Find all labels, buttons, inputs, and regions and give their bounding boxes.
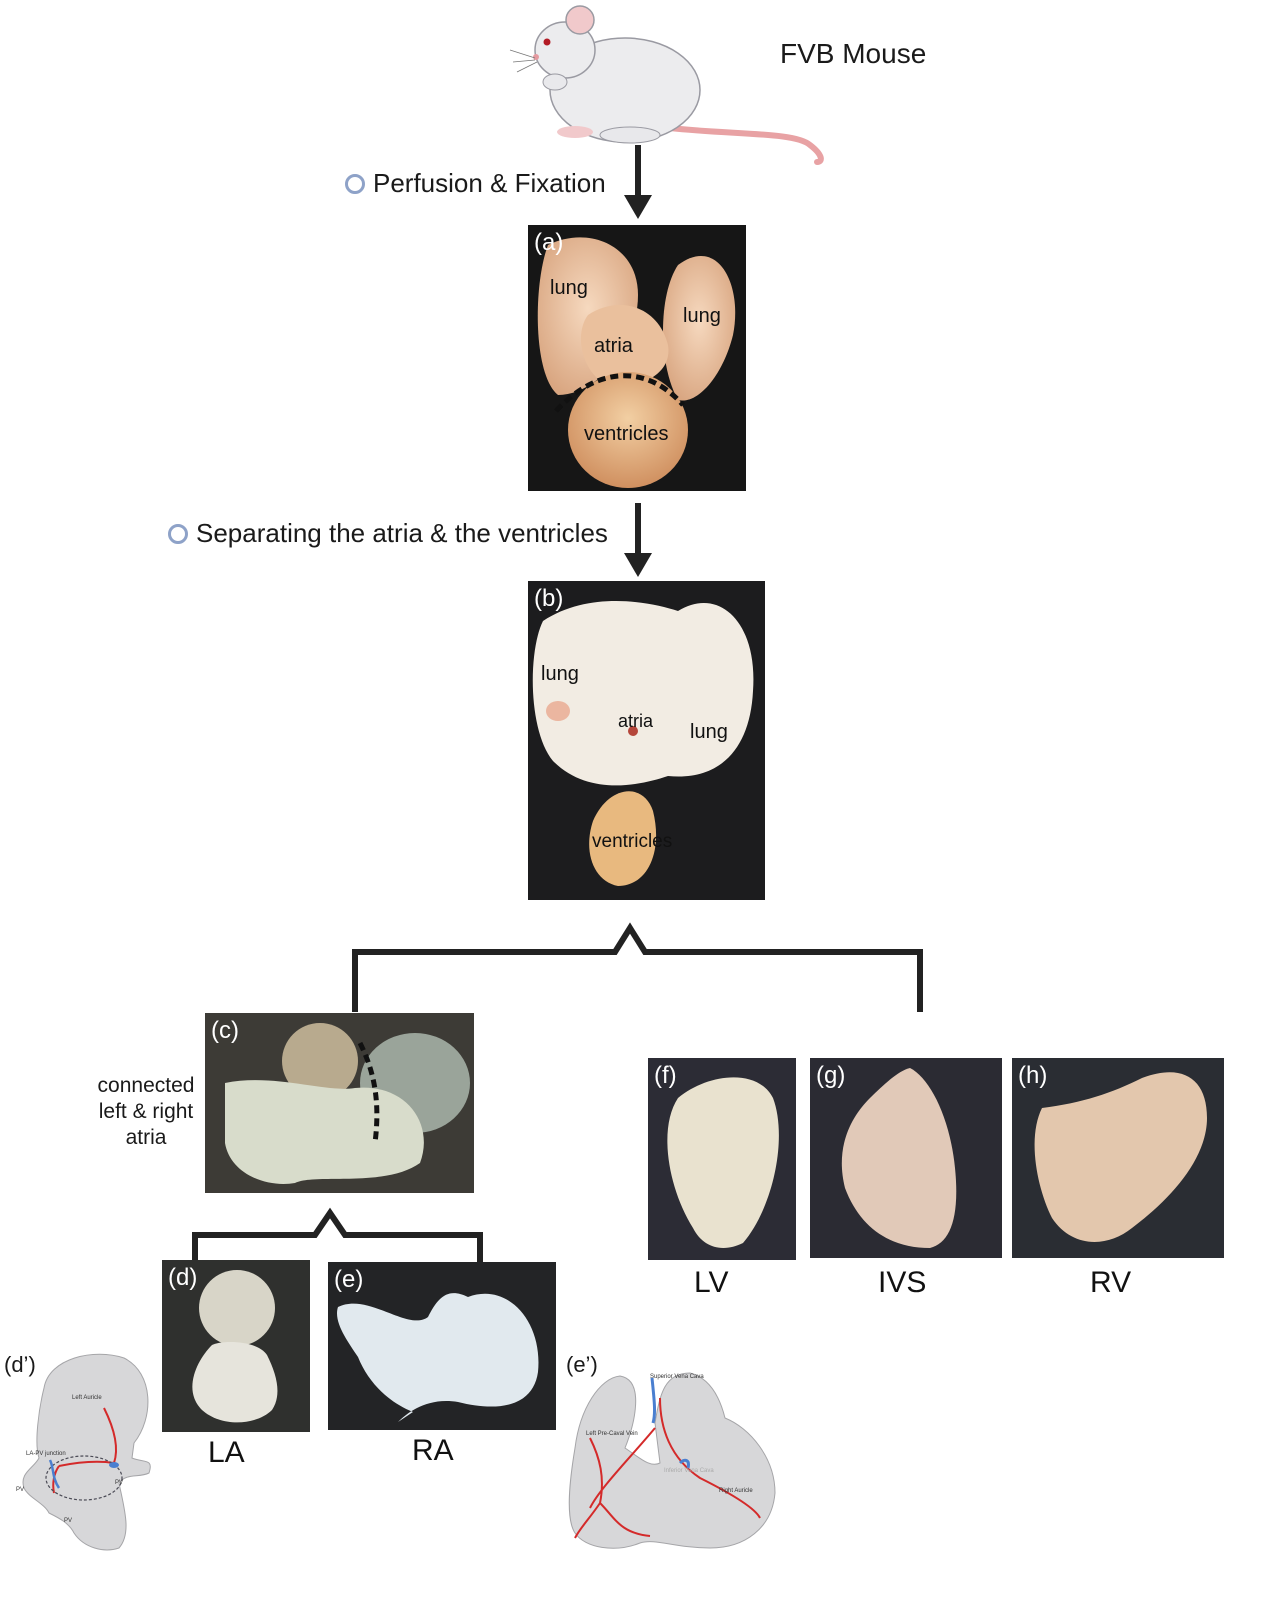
step-separating: Separating the atria & the ventricles xyxy=(168,518,608,549)
schematic-label: Right Auricle xyxy=(719,1488,753,1494)
heart-lung-photo-a xyxy=(537,237,736,488)
label-rv: RV xyxy=(1090,1266,1132,1299)
label-lung-b1: lung xyxy=(541,663,579,685)
label-atria-b: atria xyxy=(618,711,654,731)
panel-tag-d: (d) xyxy=(168,1264,198,1291)
down-arrow-2 xyxy=(624,503,652,577)
side-label-line: left & right xyxy=(98,1100,194,1123)
photo-e: (e) xyxy=(328,1262,556,1430)
ra-schematic xyxy=(568,1372,776,1549)
label-lung-a2: lung xyxy=(683,305,721,327)
ivs-photo-g xyxy=(841,1068,957,1248)
panel-tag-e: (e) xyxy=(334,1266,364,1293)
panel-tag-a: (a) xyxy=(534,229,564,256)
bullet-icon xyxy=(345,173,365,194)
lv-photo-f xyxy=(667,1077,779,1248)
photo-c: (c) xyxy=(205,1013,474,1193)
organism-label: FVB Mouse xyxy=(780,38,927,69)
schematic-label: Superior Vena Cava xyxy=(650,1374,704,1380)
panel-tag-e-prime: (e’) xyxy=(566,1352,598,1377)
photo-a: (a) lung lung atria ventricles xyxy=(528,225,746,491)
photo-g: (g) xyxy=(810,1058,1002,1258)
schematic-label: Left Pre-Caval Vein xyxy=(586,1431,638,1437)
side-label-line: connected xyxy=(97,1074,195,1097)
label-ivs: IVS xyxy=(878,1266,927,1299)
label-ventricles-b: ventricles xyxy=(592,831,673,852)
schematic-label: PV xyxy=(115,1480,124,1486)
label-atria-a: atria xyxy=(594,335,633,357)
ra-photo-e xyxy=(337,1293,539,1422)
label-ventricles-a: ventricles xyxy=(584,423,669,445)
heart-lung-photo-b xyxy=(532,601,754,886)
label-la: LA xyxy=(208,1436,245,1469)
panel-tag-f: (f) xyxy=(654,1062,677,1089)
la-schematic xyxy=(22,1353,151,1551)
panel-tag-b: (b) xyxy=(534,585,564,612)
la-photo-d xyxy=(192,1270,278,1423)
panel-tag-c: (c) xyxy=(211,1017,239,1044)
label-lung-b2: lung xyxy=(690,721,728,743)
step-label: Separating the atria & the ventricles xyxy=(196,518,608,548)
mouse-illustration xyxy=(509,5,824,165)
schematic-label: LA-PV junction xyxy=(26,1451,66,1457)
step-label: Perfusion & Fixation xyxy=(373,168,606,198)
label-connected-atria: connected left & right atria xyxy=(90,1073,202,1151)
photo-d: (d) xyxy=(162,1260,310,1432)
down-arrow-1 xyxy=(624,145,652,219)
photo-h: (h) xyxy=(1012,1058,1224,1258)
bullet-icon xyxy=(168,523,188,544)
schematic-label: Left Auricle xyxy=(72,1395,102,1401)
label-lv: LV xyxy=(694,1266,729,1299)
photo-f: (f) xyxy=(648,1058,796,1260)
step-perfusion: Perfusion & Fixation xyxy=(345,168,606,199)
split-bracket-main xyxy=(352,922,923,1012)
photo-b: (b) lung atria lung ventricles xyxy=(528,581,765,900)
label-lung-a1: lung xyxy=(550,277,588,299)
rv-photo-h xyxy=(1034,1072,1207,1242)
schematic-label: PV xyxy=(64,1518,73,1524)
atria-photo-c xyxy=(225,1023,470,1184)
split-bracket-atria xyxy=(192,1207,483,1262)
schematic-label: PV xyxy=(16,1487,25,1493)
panel-tag-h: (h) xyxy=(1018,1062,1048,1089)
panel-tag-g: (g) xyxy=(816,1062,846,1089)
panel-tag-d-prime: (d’) xyxy=(4,1352,36,1377)
schematic-label: Inferior Vena Cava xyxy=(664,1468,714,1474)
side-label-line: atria xyxy=(125,1126,167,1149)
label-ra: RA xyxy=(412,1434,454,1467)
